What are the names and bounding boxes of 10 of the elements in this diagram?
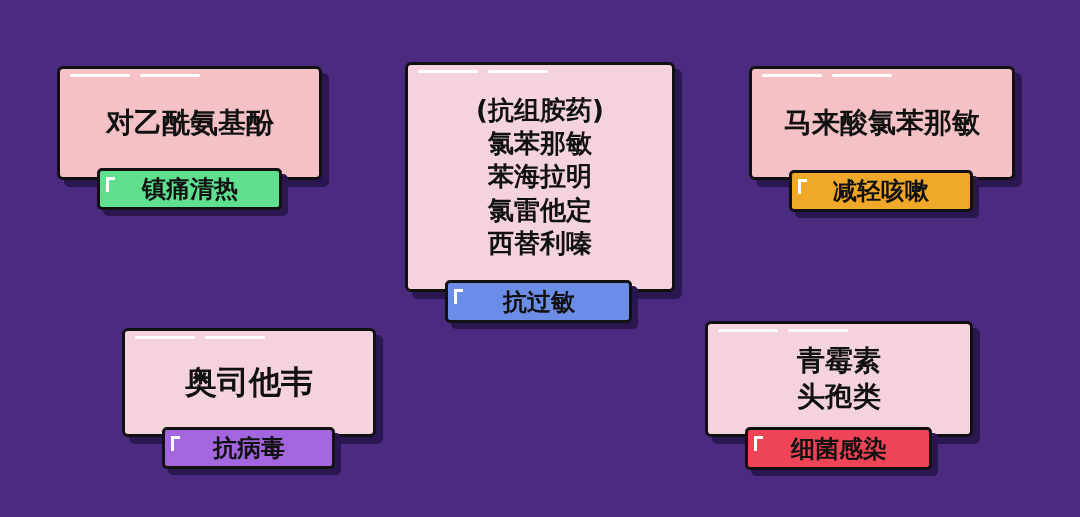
drug-name: 西替利嗪 bbox=[488, 226, 592, 260]
drug-name: (抗组胺药) bbox=[476, 93, 604, 127]
drug-name: 苯海拉明 bbox=[488, 160, 592, 194]
drug-name: 对乙酰氨基酚 bbox=[105, 105, 274, 141]
drug-name: 青霉素 bbox=[797, 343, 881, 379]
drug-name: 奥司他韦 bbox=[185, 362, 313, 403]
drug-name: 头孢类 bbox=[797, 379, 881, 415]
drug-name: 马来酸氯苯那敏 bbox=[784, 105, 980, 141]
drug-name: 氯苯那敏 bbox=[488, 127, 592, 161]
drug-name: 氯雷他定 bbox=[488, 193, 592, 227]
